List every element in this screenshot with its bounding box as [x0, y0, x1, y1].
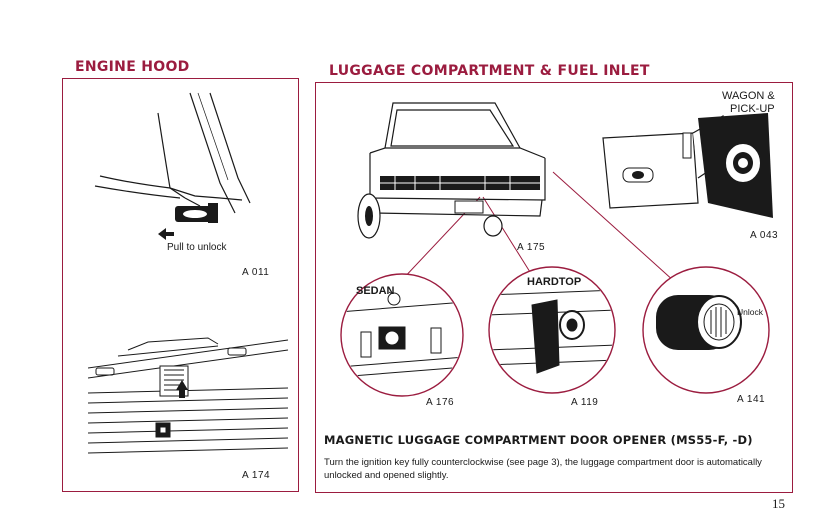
car-rear-illustration [357, 102, 546, 239]
fig-code-a176: A 176 [426, 397, 455, 408]
fig-code-a011: A 011 [242, 267, 270, 278]
sedan-circle-illustration [340, 273, 464, 397]
wagon-pickup-label-2: PICK-UP [730, 103, 775, 115]
fig-code-a174: A 174 [242, 470, 271, 481]
hood-release-illustration [94, 92, 251, 240]
hardtop-label: HARDTOP [527, 276, 582, 288]
hood-latch-illustration [88, 337, 289, 454]
engine-hood-title: ENGINE HOOD [75, 59, 190, 75]
engine-hood-frame [62, 78, 299, 492]
wagon-fuel-inlet-illustration [602, 113, 773, 218]
page-number: 15 [772, 496, 785, 511]
fig-code-a043: A 043 [750, 230, 779, 241]
fig-code-a119: A 119 [571, 397, 599, 408]
unlock-label: Unlock [737, 307, 763, 317]
luggage-title: LUGGAGE COMPARTMENT & FUEL INLET [329, 63, 650, 79]
fig-code-a175: A 175 [517, 242, 546, 253]
luggage-frame [315, 82, 793, 493]
hardtop-circle-illustration [488, 266, 616, 394]
wagon-pickup-label-1: WAGON & [722, 90, 775, 102]
magnetic-opener-body: Turn the ignition key fully counterclock… [324, 457, 762, 481]
magnetic-opener-heading: MAGNETIC LUGGAGE COMPARTMENT DOOR OPENER… [324, 433, 753, 447]
pull-to-unlock-label: Pull to unlock [167, 242, 227, 253]
sedan-label: SEDAN [356, 285, 395, 297]
fig-code-a141: A 141 [737, 394, 766, 405]
unlock-circle-illustration [642, 266, 770, 394]
